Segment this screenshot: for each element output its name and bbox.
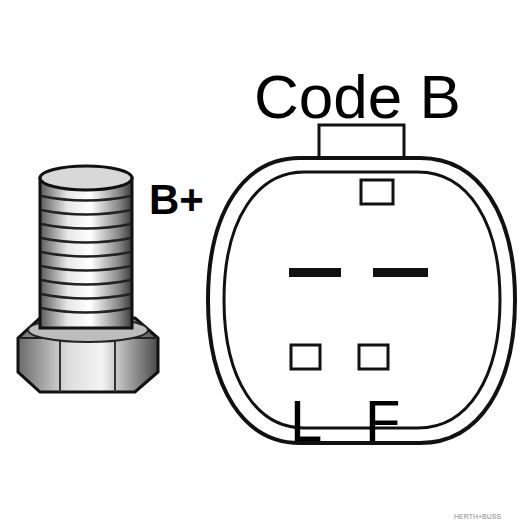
thread-line: [41, 280, 131, 285]
thread-line: [41, 308, 131, 313]
pin-code: Code B: [254, 66, 461, 128]
pin-name: F: [365, 392, 400, 450]
thread-line: [41, 252, 131, 257]
thread-line: [41, 238, 131, 243]
thread-line: [41, 210, 131, 215]
thread-line: [41, 224, 131, 229]
thread-line: [41, 196, 131, 201]
thread-line: [41, 294, 131, 299]
pin-name: L: [290, 392, 322, 450]
bolt-shank: [40, 166, 132, 328]
code-bracket: [319, 125, 404, 158]
terminal-name: B+: [149, 179, 204, 221]
watermark: HERTH+BUSS: [454, 513, 501, 520]
thread-line: [41, 266, 131, 271]
connector-housing: [208, 158, 515, 443]
